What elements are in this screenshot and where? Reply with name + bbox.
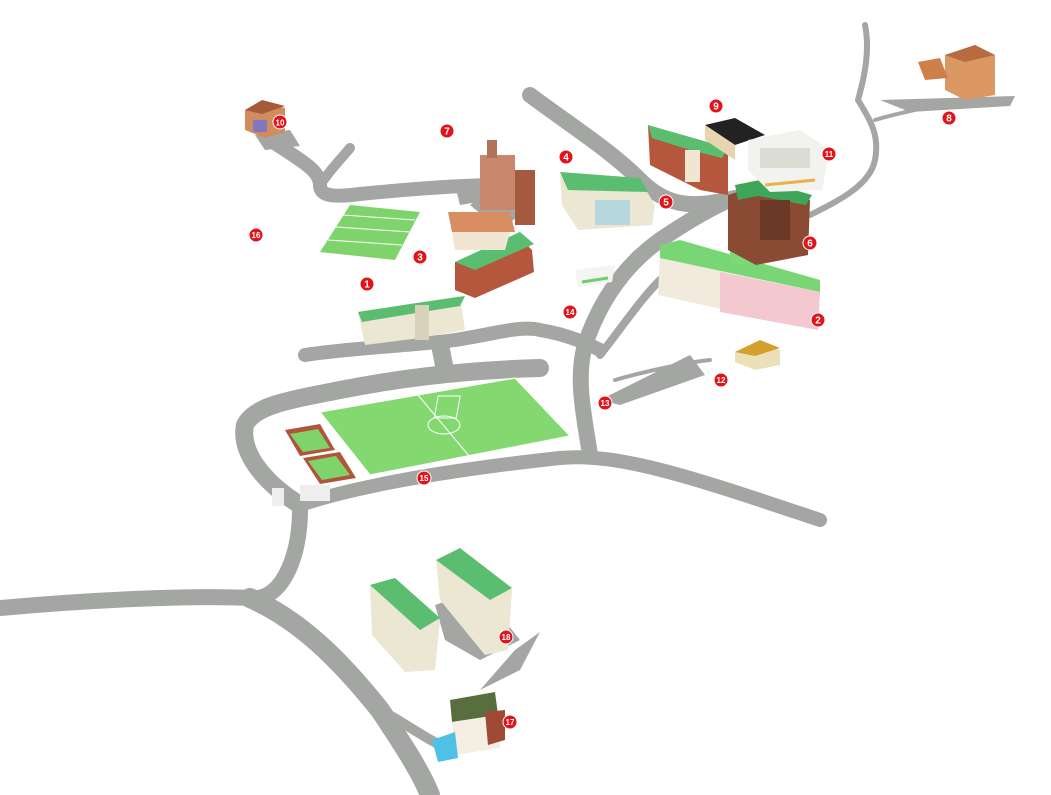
- building-1: [358, 296, 465, 345]
- marker-18-label: 18: [502, 633, 511, 642]
- marker-10-label: 10: [276, 119, 285, 128]
- location-markers[interactable]: 1 2 3 4 5 6 7 8 9 10 11: [248, 98, 957, 730]
- marker-5-label: 5: [663, 198, 669, 209]
- marker-6-label: 6: [807, 239, 813, 250]
- marker-12[interactable]: 12: [713, 372, 729, 388]
- campus-gate: [272, 485, 330, 506]
- building-12: [735, 340, 780, 370]
- football-field: [318, 377, 572, 476]
- building-5-block: [648, 125, 728, 195]
- building-tower: [480, 140, 535, 225]
- marker-2[interactable]: 2: [810, 312, 826, 328]
- building-10: [245, 100, 285, 138]
- marker-1[interactable]: 1: [359, 276, 375, 292]
- marker-11[interactable]: 11: [821, 146, 837, 162]
- marker-18[interactable]: 18: [498, 629, 514, 645]
- marker-5[interactable]: 5: [658, 194, 674, 210]
- marker-9-label: 9: [713, 102, 719, 113]
- marker-14-label: 14: [566, 308, 575, 317]
- marker-4[interactable]: 4: [558, 149, 574, 165]
- marker-16[interactable]: 16: [248, 227, 264, 243]
- marker-2-label: 2: [815, 316, 821, 327]
- marker-9[interactable]: 9: [708, 98, 724, 114]
- marker-8[interactable]: 8: [941, 110, 957, 126]
- building-6: [728, 180, 812, 265]
- tennis-courts: [320, 205, 420, 260]
- basketball-courts: [285, 424, 356, 484]
- building-17: [432, 692, 505, 762]
- marker-6[interactable]: 6: [802, 235, 818, 251]
- building-11: [748, 130, 830, 192]
- marker-10[interactable]: 10: [272, 114, 288, 130]
- buildings: [245, 45, 995, 762]
- marker-8-label: 8: [946, 114, 952, 125]
- marker-15[interactable]: 15: [416, 470, 432, 486]
- court-structure: [575, 265, 615, 287]
- marker-13-label: 13: [601, 399, 610, 408]
- building-3: [448, 212, 534, 298]
- marker-13[interactable]: 13: [597, 395, 613, 411]
- building-9: [705, 118, 765, 160]
- marker-3-label: 3: [417, 253, 423, 264]
- marker-15-label: 15: [420, 474, 429, 483]
- marker-14[interactable]: 14: [562, 304, 578, 320]
- marker-4-label: 4: [563, 153, 569, 164]
- marker-11-label: 11: [825, 150, 834, 159]
- marker-7[interactable]: 7: [439, 123, 455, 139]
- building-18: [370, 548, 512, 672]
- building-8: [918, 45, 995, 100]
- building-4: [560, 172, 655, 230]
- marker-3[interactable]: 3: [412, 249, 428, 265]
- marker-7-label: 7: [444, 127, 450, 138]
- marker-16-label: 16: [252, 231, 261, 240]
- marker-1-label: 1: [364, 280, 370, 291]
- marker-17[interactable]: 17: [502, 714, 518, 730]
- building-2: [658, 240, 820, 330]
- marker-17-label: 17: [506, 718, 515, 727]
- marker-12-label: 12: [717, 376, 726, 385]
